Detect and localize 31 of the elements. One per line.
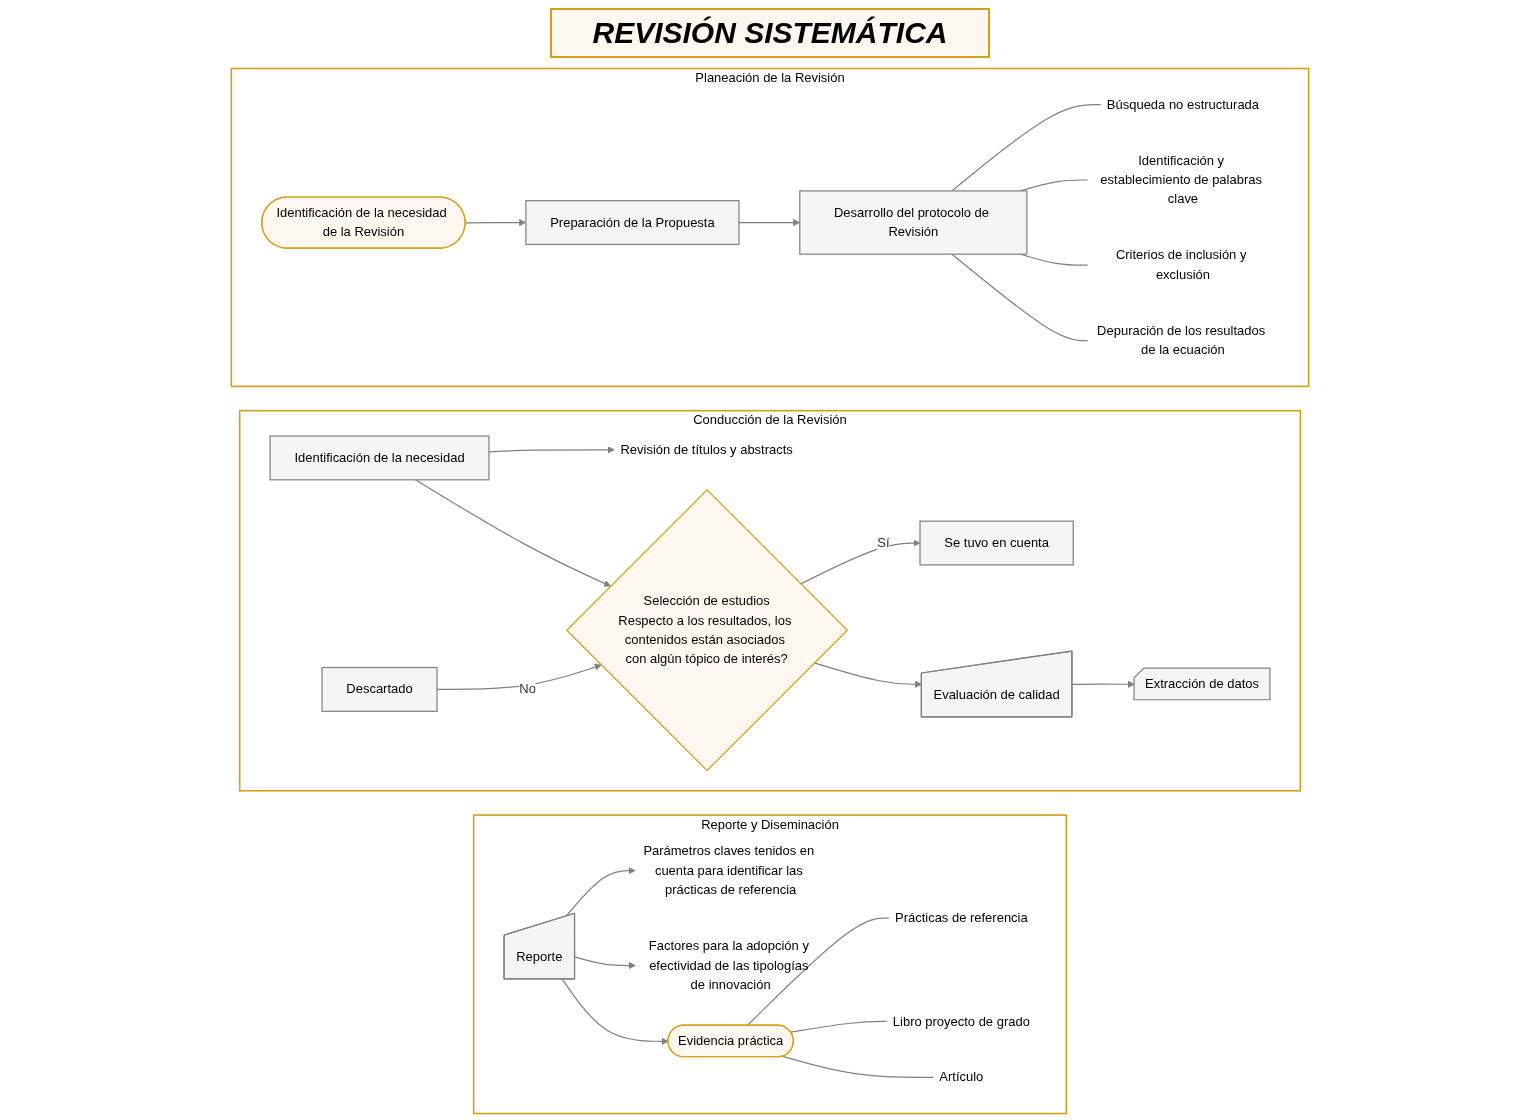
node-text: Búsqueda no estructurada <box>1106 97 1260 112</box>
connector <box>746 917 890 1027</box>
connector <box>782 1055 934 1079</box>
node-text: Depuración de los resultados de la ecuación <box>1097 323 1266 357</box>
connector <box>790 1020 888 1033</box>
node-box: Descartado <box>321 666 438 712</box>
node-box: Desarrollo del protocolo de Revisión <box>799 190 1028 255</box>
edge-label: No <box>519 682 536 696</box>
edge-label: Sí <box>877 535 890 550</box>
arrow <box>1071 680 1135 688</box>
arrow <box>800 539 921 585</box>
node-box: Preparación de la Propuesta <box>525 200 740 246</box>
arrow <box>561 978 669 1045</box>
node-text: Libro proyecto de grado <box>892 1014 1030 1028</box>
arrow <box>414 479 611 587</box>
node-text: Factores para la adopción y efectividad de las tipologías de innovación <box>648 938 809 992</box>
node-diamond: Selección de estudios Respecto a los resultados, los contenidos están asociados con algún tópico de interés? <box>565 489 849 772</box>
node-text: Prácticas de referencia <box>894 910 1028 925</box>
arrow <box>813 662 923 688</box>
node-text: Parámetros claves tenidos en cuenta para identificar las prácticas de referencia <box>643 843 815 897</box>
arrow <box>574 956 636 970</box>
connector <box>951 253 1089 342</box>
node-box: Se tuvo en cuenta <box>919 520 1074 566</box>
node-box: Identificación de la necesidad <box>269 435 490 481</box>
node-text: Identificación y establecimiento de palabras clave <box>1100 153 1262 206</box>
arrow <box>488 446 615 454</box>
connector <box>951 103 1102 192</box>
node-text: Criterios de inclusión y exclusión <box>1115 248 1247 282</box>
diagram-title: REVISIÓN SISTEMÁTICA <box>550 8 990 58</box>
node-text: Revisión de títulos y abstracts <box>620 442 793 457</box>
node-text: Artículo <box>939 1070 984 1084</box>
